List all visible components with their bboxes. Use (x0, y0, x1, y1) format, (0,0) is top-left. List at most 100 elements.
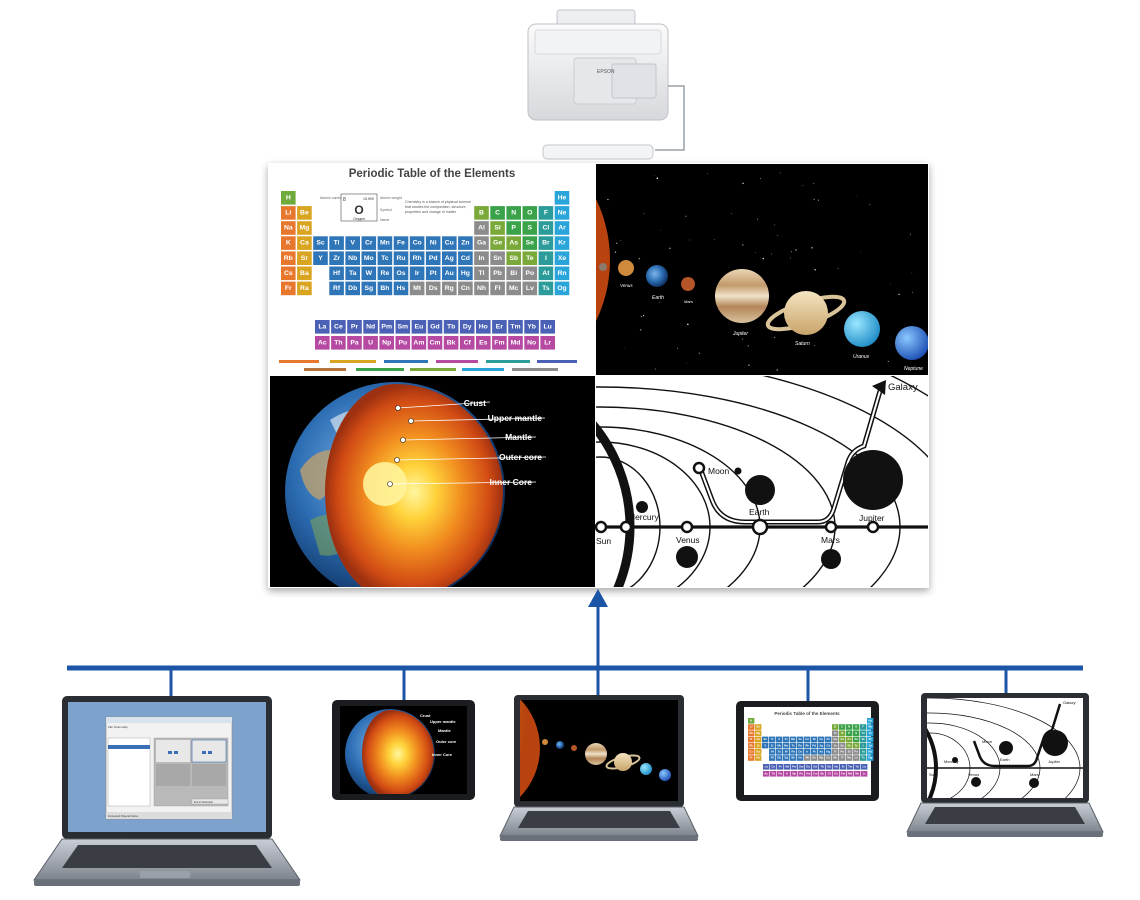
star (779, 172, 781, 174)
element-symbol: Cl (862, 731, 865, 735)
element-symbol: Pa (350, 339, 359, 346)
element-cell (769, 742, 776, 749)
layer-label: Inner Core (489, 477, 532, 487)
element-cell (839, 755, 846, 761)
element-symbol: Cr (365, 240, 373, 247)
element-symbol: Ta (349, 270, 357, 277)
element-symbol: Am (806, 771, 811, 775)
star (813, 198, 815, 201)
orbit-label-earth: Earth (749, 507, 770, 517)
element-cell (331, 320, 346, 334)
element-symbol: Cu (445, 240, 454, 247)
star (869, 203, 871, 205)
mars-dot (821, 549, 841, 569)
element-symbol: Se (526, 240, 535, 247)
element-symbol: Rh (413, 255, 422, 262)
star (643, 213, 645, 215)
element-cell (506, 281, 521, 296)
element-symbol: Xe (558, 255, 567, 262)
element-symbol: Mn (791, 737, 795, 741)
element-symbol: Co (413, 240, 422, 247)
element-cell (281, 251, 296, 265)
mars-image (681, 277, 695, 291)
element-symbol: Na (749, 731, 753, 735)
element-cell (748, 755, 755, 761)
element-cell (797, 749, 804, 755)
legend-sample-weight: 15.999 (363, 197, 374, 201)
orbit-label-mars: Mars (821, 535, 840, 545)
element-symbol: As (509, 240, 518, 247)
element-symbol: Fm (494, 339, 504, 346)
element-cell (522, 221, 538, 235)
layer-label: Crust (420, 713, 431, 718)
element-symbol: Si (841, 731, 844, 735)
element-cell (840, 764, 847, 770)
element-symbol: Bi (510, 270, 517, 277)
star (624, 347, 626, 349)
star (757, 218, 759, 220)
intro-text: Chemistry is a branch of physical scienc… (405, 200, 471, 214)
element-cell (762, 742, 769, 749)
element-symbol: Yb (527, 323, 536, 330)
element-symbol: Db (348, 285, 357, 292)
element-cell (860, 749, 867, 755)
element-symbol: P (848, 731, 850, 735)
element-cell (755, 724, 762, 730)
star (814, 269, 816, 271)
star (773, 336, 776, 339)
element-symbol: Pd (812, 743, 816, 747)
exit-moderator-button[interactable] (191, 798, 229, 805)
star (856, 195, 858, 197)
element-cell (281, 221, 296, 235)
element-symbol: K (286, 240, 291, 247)
element-cell (847, 764, 854, 770)
element-cell (818, 755, 825, 761)
element-cell (867, 736, 874, 743)
element-cell (361, 266, 377, 281)
element-symbol: Sg (364, 285, 373, 292)
element-symbol: Ba (756, 749, 760, 753)
element-cell (805, 771, 812, 777)
element-cell (442, 266, 457, 281)
laptop-moderator: File Tools Help Exit to Moderator Connec… (33, 696, 301, 886)
projector: EPSON (527, 9, 685, 160)
star (748, 364, 750, 367)
star (707, 173, 708, 174)
element-symbol: Mo (364, 255, 374, 262)
element-symbol: Am (413, 339, 424, 346)
star (620, 240, 622, 241)
star (762, 257, 764, 260)
element-cell (770, 771, 777, 777)
element-symbol: Te (855, 743, 859, 747)
element-symbol: Bk (447, 339, 456, 346)
app-menu: File Tools Help (108, 725, 128, 729)
element-cell (755, 736, 762, 743)
element-symbol: W (366, 270, 373, 277)
element-cell (297, 266, 312, 281)
element-cell (791, 771, 798, 777)
element-symbol: Pb (493, 270, 502, 277)
element-symbol: O (527, 210, 532, 217)
element-symbol: Ag (445, 255, 454, 262)
element-cell (361, 251, 377, 265)
element-cell (522, 251, 538, 265)
planet-label: Jupiter (732, 331, 748, 337)
element-cell (281, 191, 296, 205)
element-symbol: Mg (756, 731, 760, 735)
element-symbol: Hs (798, 756, 802, 760)
element-cell (769, 749, 776, 755)
periodic-table-panel: Periodic Table of the Elements Atomic nu… (270, 164, 595, 375)
element-cell (281, 281, 296, 296)
element-cell (297, 221, 312, 235)
star (654, 175, 656, 176)
element-symbol: Nb (777, 743, 781, 747)
element-symbol: Ra (756, 756, 760, 760)
element-symbol: Li (750, 725, 753, 729)
element-cell (522, 206, 538, 220)
element-cell (748, 718, 755, 724)
element-cell (361, 236, 377, 250)
element-cell (783, 755, 790, 761)
element-cell (867, 730, 874, 736)
